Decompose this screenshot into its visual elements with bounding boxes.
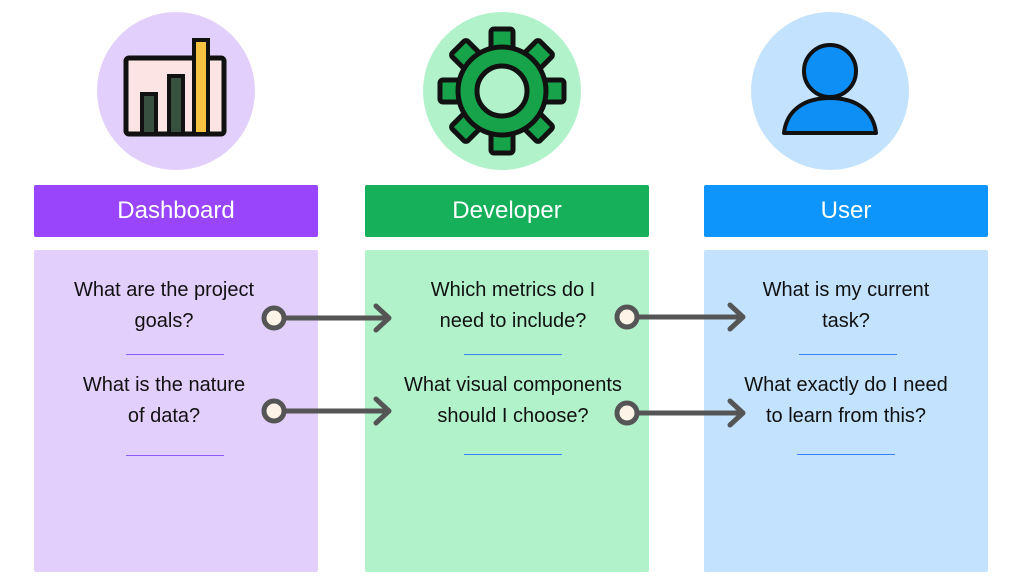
bar-chart-icon: [123, 38, 227, 137]
dashboard-header: Dashboard: [34, 185, 318, 237]
connector-dashboard-developer-1: [261, 303, 392, 333]
developer-panel: [365, 250, 649, 572]
dashboard-divider-1: [126, 354, 224, 355]
connector-dashboard-developer-2: [261, 396, 392, 426]
gear-icon: [437, 26, 567, 156]
user-question-1: What is my current task?: [762, 279, 930, 332]
user-question-2: What exactly do I need to learn from thi…: [744, 374, 948, 427]
user-icon-circle: [751, 12, 909, 170]
user-header: User: [704, 185, 988, 237]
dashboard-question-2: What is the nature of data?: [82, 374, 246, 427]
dashboard-divider-2: [126, 455, 224, 456]
dashboard-question-1: What are the project goals?: [73, 279, 255, 332]
user-panel: [704, 250, 988, 572]
connector-developer-user-1: [614, 302, 746, 332]
developer-question-1: Which metrics do I need to include?: [430, 279, 596, 332]
user-icon: [782, 43, 878, 135]
connector-developer-user-2: [614, 398, 746, 428]
developer-question-2: What visual components should I choose?: [404, 374, 622, 427]
dashboard-icon-circle: [97, 12, 255, 170]
user-divider-2: [797, 454, 895, 455]
developer-divider-1: [464, 354, 562, 355]
developer-icon-circle: [423, 12, 581, 170]
developer-header: Developer: [365, 185, 649, 237]
user-divider-1: [799, 354, 897, 355]
developer-divider-2: [464, 454, 562, 455]
